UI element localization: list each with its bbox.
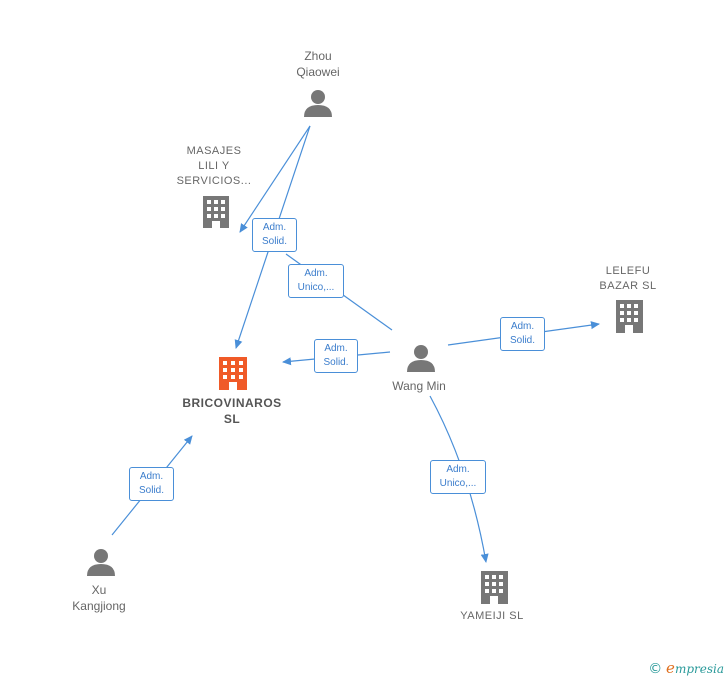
- node-label-zhou[interactable]: Zhou Qiaowei: [296, 49, 340, 79]
- node-label-lelefu[interactable]: LELEFU BAZAR SL: [599, 265, 657, 292]
- edge-label-wang-lelefu[interactable]: Adm. Solid.: [500, 317, 545, 351]
- node-label-xu[interactable]: Xu Kangjiong: [72, 583, 126, 613]
- node-label-masajes[interactable]: MASAJES LILI Y SERVICIOS...: [176, 145, 252, 187]
- person-icon-zhou[interactable]: [304, 90, 332, 117]
- node-label-wang[interactable]: Wang Min: [392, 379, 446, 393]
- edge-label-wang-bricovinaros[interactable]: Adm. Solid.: [314, 339, 358, 373]
- edge-label-xu-bricovinaros[interactable]: Adm. Solid.: [129, 467, 174, 501]
- building-icon-masajes[interactable]: [203, 196, 229, 228]
- node-label-yameiji[interactable]: YAMEIJI SL: [460, 610, 524, 622]
- node-label-bricovinaros[interactable]: BRICOVINAROS SL: [182, 396, 282, 426]
- edge-label-wang-masajes[interactable]: Adm. Unico,...: [288, 264, 344, 298]
- brand-initial: e: [666, 659, 675, 677]
- building-icon-lelefu[interactable]: [616, 300, 643, 333]
- person-icon-wang[interactable]: [407, 345, 435, 372]
- brand-name: mpresia: [674, 662, 724, 676]
- edge-label-wang-yameiji[interactable]: Adm. Unico,...: [430, 460, 486, 494]
- copyright-icon: ©: [648, 661, 663, 677]
- edge-zhou-masajes: [239, 125, 311, 233]
- footer-brand[interactable]: © empresia: [648, 659, 724, 677]
- building-icon-yameiji[interactable]: [481, 571, 508, 604]
- edge-label-zhou-bricovinaros[interactable]: Adm. Solid.: [252, 218, 297, 252]
- building-icon-bricovinaros[interactable]: [219, 357, 247, 390]
- person-icon-xu[interactable]: [87, 549, 115, 576]
